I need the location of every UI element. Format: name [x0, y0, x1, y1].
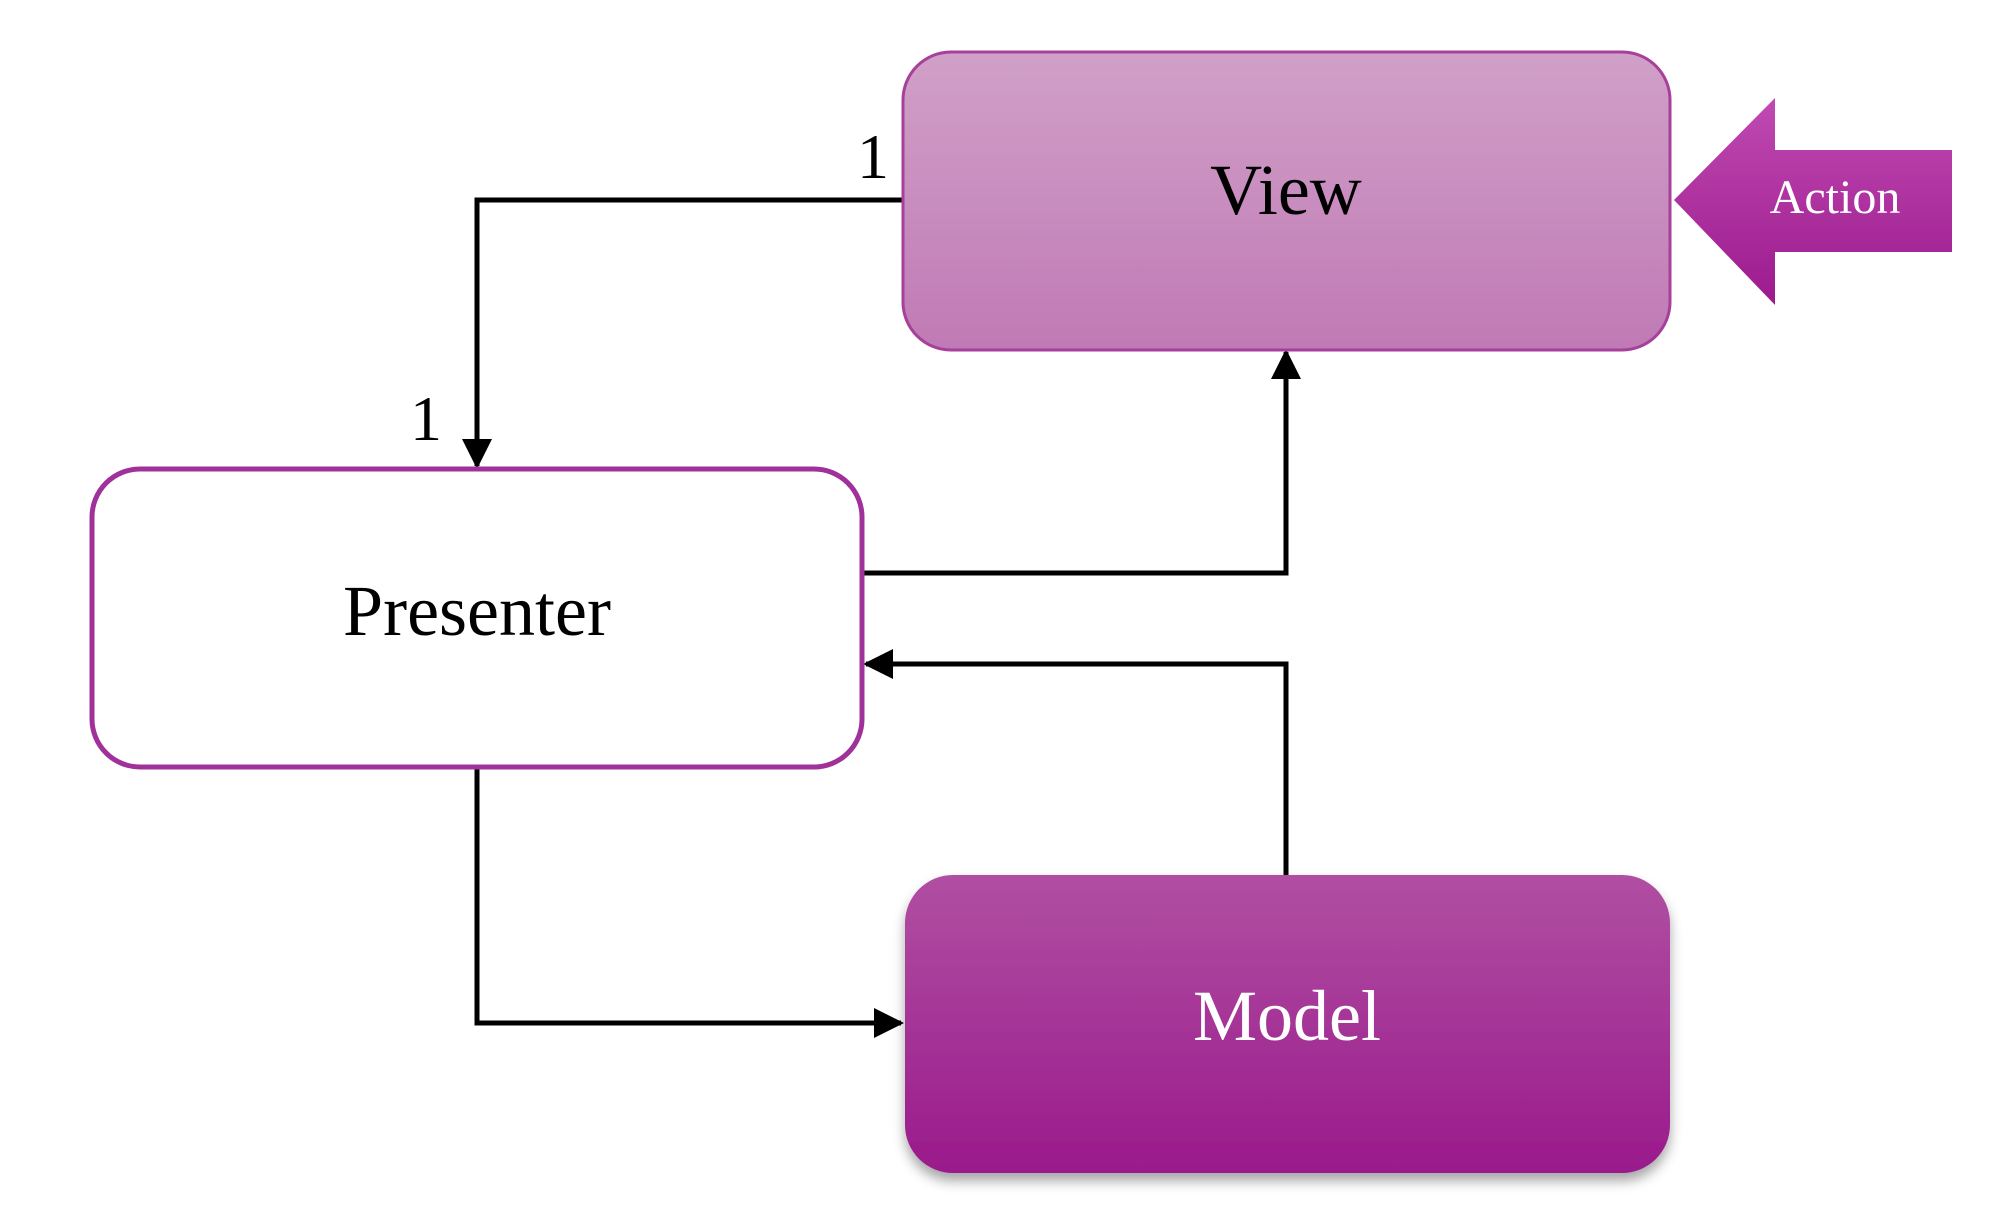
view-node: View: [901, 50, 1672, 352]
edge-model-to-presenter: [863, 649, 1289, 875]
presenter-box: [89, 466, 865, 770]
model-node: Model: [905, 875, 1670, 1173]
model-box: [905, 875, 1670, 1173]
edge-view-to-presenter: [462, 197, 903, 469]
view-label: View: [1210, 150, 1362, 230]
edge-presenter-to-model: [474, 767, 904, 1038]
multiplicity-presenter-end: 1: [410, 383, 442, 454]
presenter-node: Presenter: [89, 466, 865, 770]
action-arrow: Action: [1674, 98, 1952, 305]
view-box: [901, 50, 1672, 352]
action-label: Action: [1770, 171, 1901, 224]
model-label: Model: [1193, 976, 1381, 1056]
multiplicity-view-end: 1: [857, 121, 889, 192]
edge-presenter-to-view: [862, 349, 1301, 576]
presenter-label: Presenter: [343, 571, 611, 651]
connectors: [462, 197, 1301, 1038]
action-arrow-shape: [1674, 98, 1952, 305]
